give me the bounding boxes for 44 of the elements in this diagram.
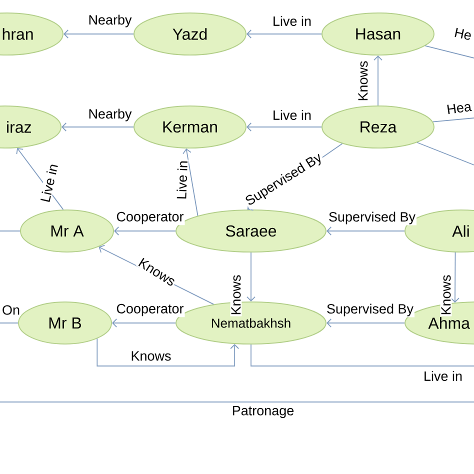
edge-label: Cooperator [115, 302, 185, 318]
arrow [326, 318, 405, 328]
arrow [246, 252, 256, 302]
connector-line [432, 118, 474, 122]
edge-label: Knows [130, 350, 172, 362]
edge-label: Live in [175, 159, 189, 201]
arrow [374, 56, 382, 106]
edge-label: Nearby [87, 14, 133, 28]
edge-label: On [1, 304, 21, 316]
edge-label: He [452, 26, 474, 42]
edge-label: Live in [38, 162, 60, 204]
edge-label: Supervised By [327, 210, 417, 226]
edge-label: Nearby [87, 108, 133, 122]
edge-label: Hea [444, 100, 474, 116]
arrow [62, 122, 134, 132]
arrow [96, 338, 240, 366]
edge-label: Live in [272, 15, 313, 27]
arrow [246, 30, 322, 38]
ellipse-node: Yazd [134, 12, 246, 56]
edge-label: Knows [230, 274, 242, 316]
edge-label: Knows [357, 60, 369, 102]
ellipse-node: Hasan [322, 12, 434, 56]
ellipse-node: Mr B [18, 302, 112, 344]
connector-line [0, 322, 18, 324]
connector-line [0, 230, 20, 232]
ellipse-node: Kerman [134, 106, 246, 148]
arrow [112, 318, 176, 328]
arrow [326, 226, 405, 236]
edge-label: Live in [422, 370, 464, 382]
edge-label: Knows [440, 274, 452, 316]
arrow [450, 252, 460, 303]
arrow [114, 226, 176, 236]
connector-line [424, 45, 474, 58]
arrow [182, 148, 198, 216]
ellipse-node: Reza [322, 106, 434, 148]
edge-label: Supervised By [325, 302, 415, 318]
ellipse-node: Mr A [20, 210, 114, 252]
arrow [64, 30, 134, 38]
connector-line [416, 142, 474, 166]
label-text: Patronage [232, 406, 294, 418]
connector-line [250, 344, 474, 366]
edge-label: Live in [272, 109, 313, 121]
arrow [246, 122, 322, 132]
edge-label: Cooperator [115, 210, 185, 226]
